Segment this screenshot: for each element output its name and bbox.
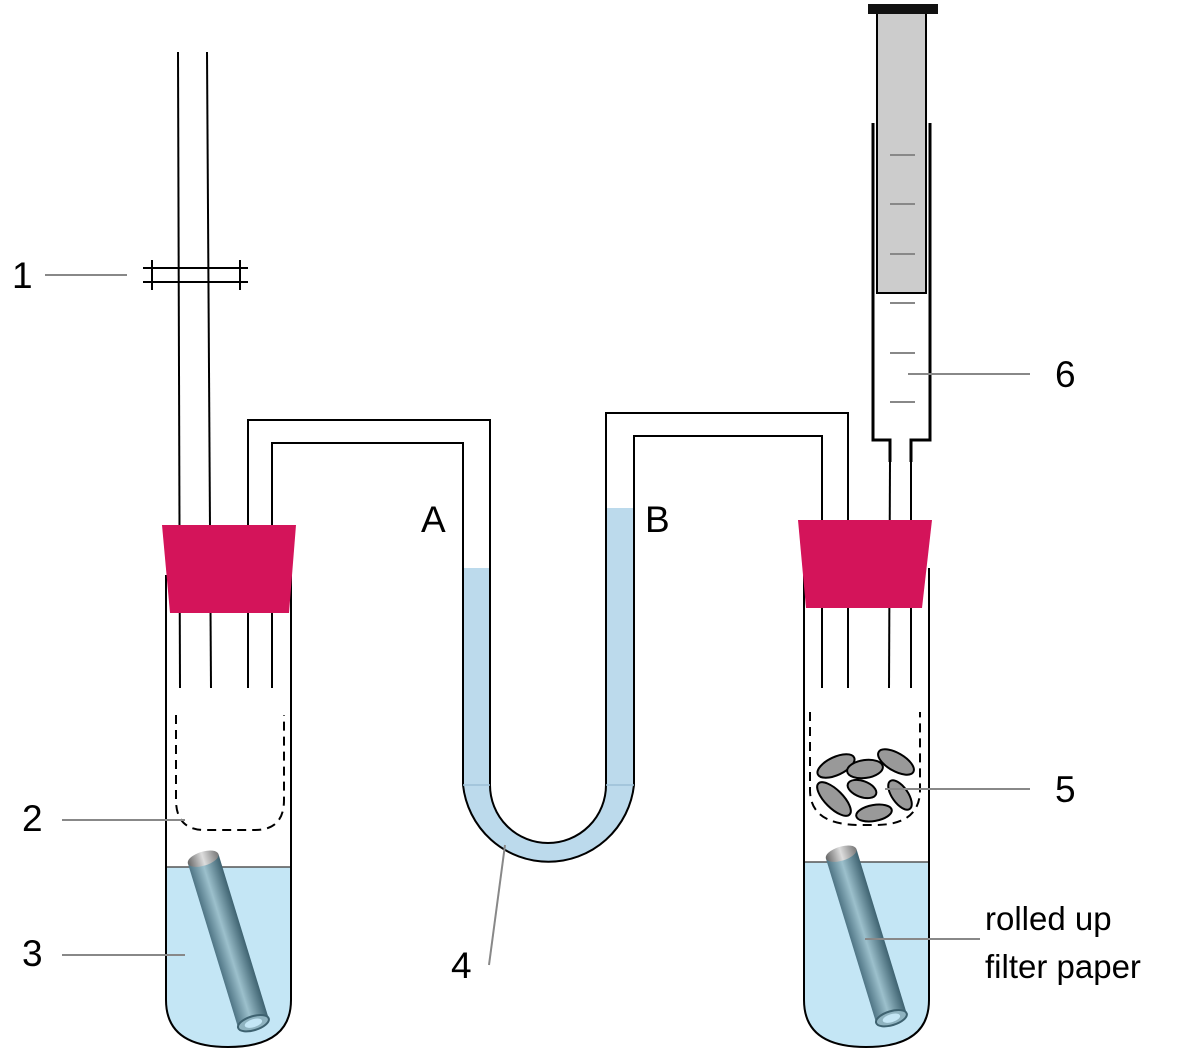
left-filter-paper-roll: [187, 850, 270, 1033]
syringe-plunger: [876, 11, 927, 294]
label-6: 6: [1055, 354, 1076, 395]
label-1: 1: [12, 255, 33, 296]
label-3: 3: [22, 933, 43, 974]
germinating-seeds: [816, 748, 915, 823]
label-b: B: [645, 499, 670, 540]
left-empty-gauze-basket: [175, 715, 285, 831]
label-filter-paper: filter paper: [985, 948, 1141, 985]
label-5: 5: [1055, 769, 1076, 810]
right-test-tube: [803, 568, 930, 1049]
manometer-u-tube: [247, 412, 849, 863]
label-rolled-up: rolled up: [985, 900, 1112, 937]
left-test-tube: [165, 575, 292, 1049]
label-a: A: [421, 499, 446, 540]
manometer-liquid: [463, 508, 634, 862]
right-filter-paper-roll: [825, 845, 908, 1028]
tube-stubs: [247, 613, 273, 688]
syringe: [868, 4, 938, 689]
label-4: 4: [451, 945, 472, 986]
label-2: 2: [22, 798, 43, 839]
right-rubber-stopper: [798, 520, 932, 608]
syringe-scale-marks: [890, 154, 915, 403]
gauze-basket: [809, 712, 921, 826]
left-rubber-stopper: [162, 525, 296, 613]
